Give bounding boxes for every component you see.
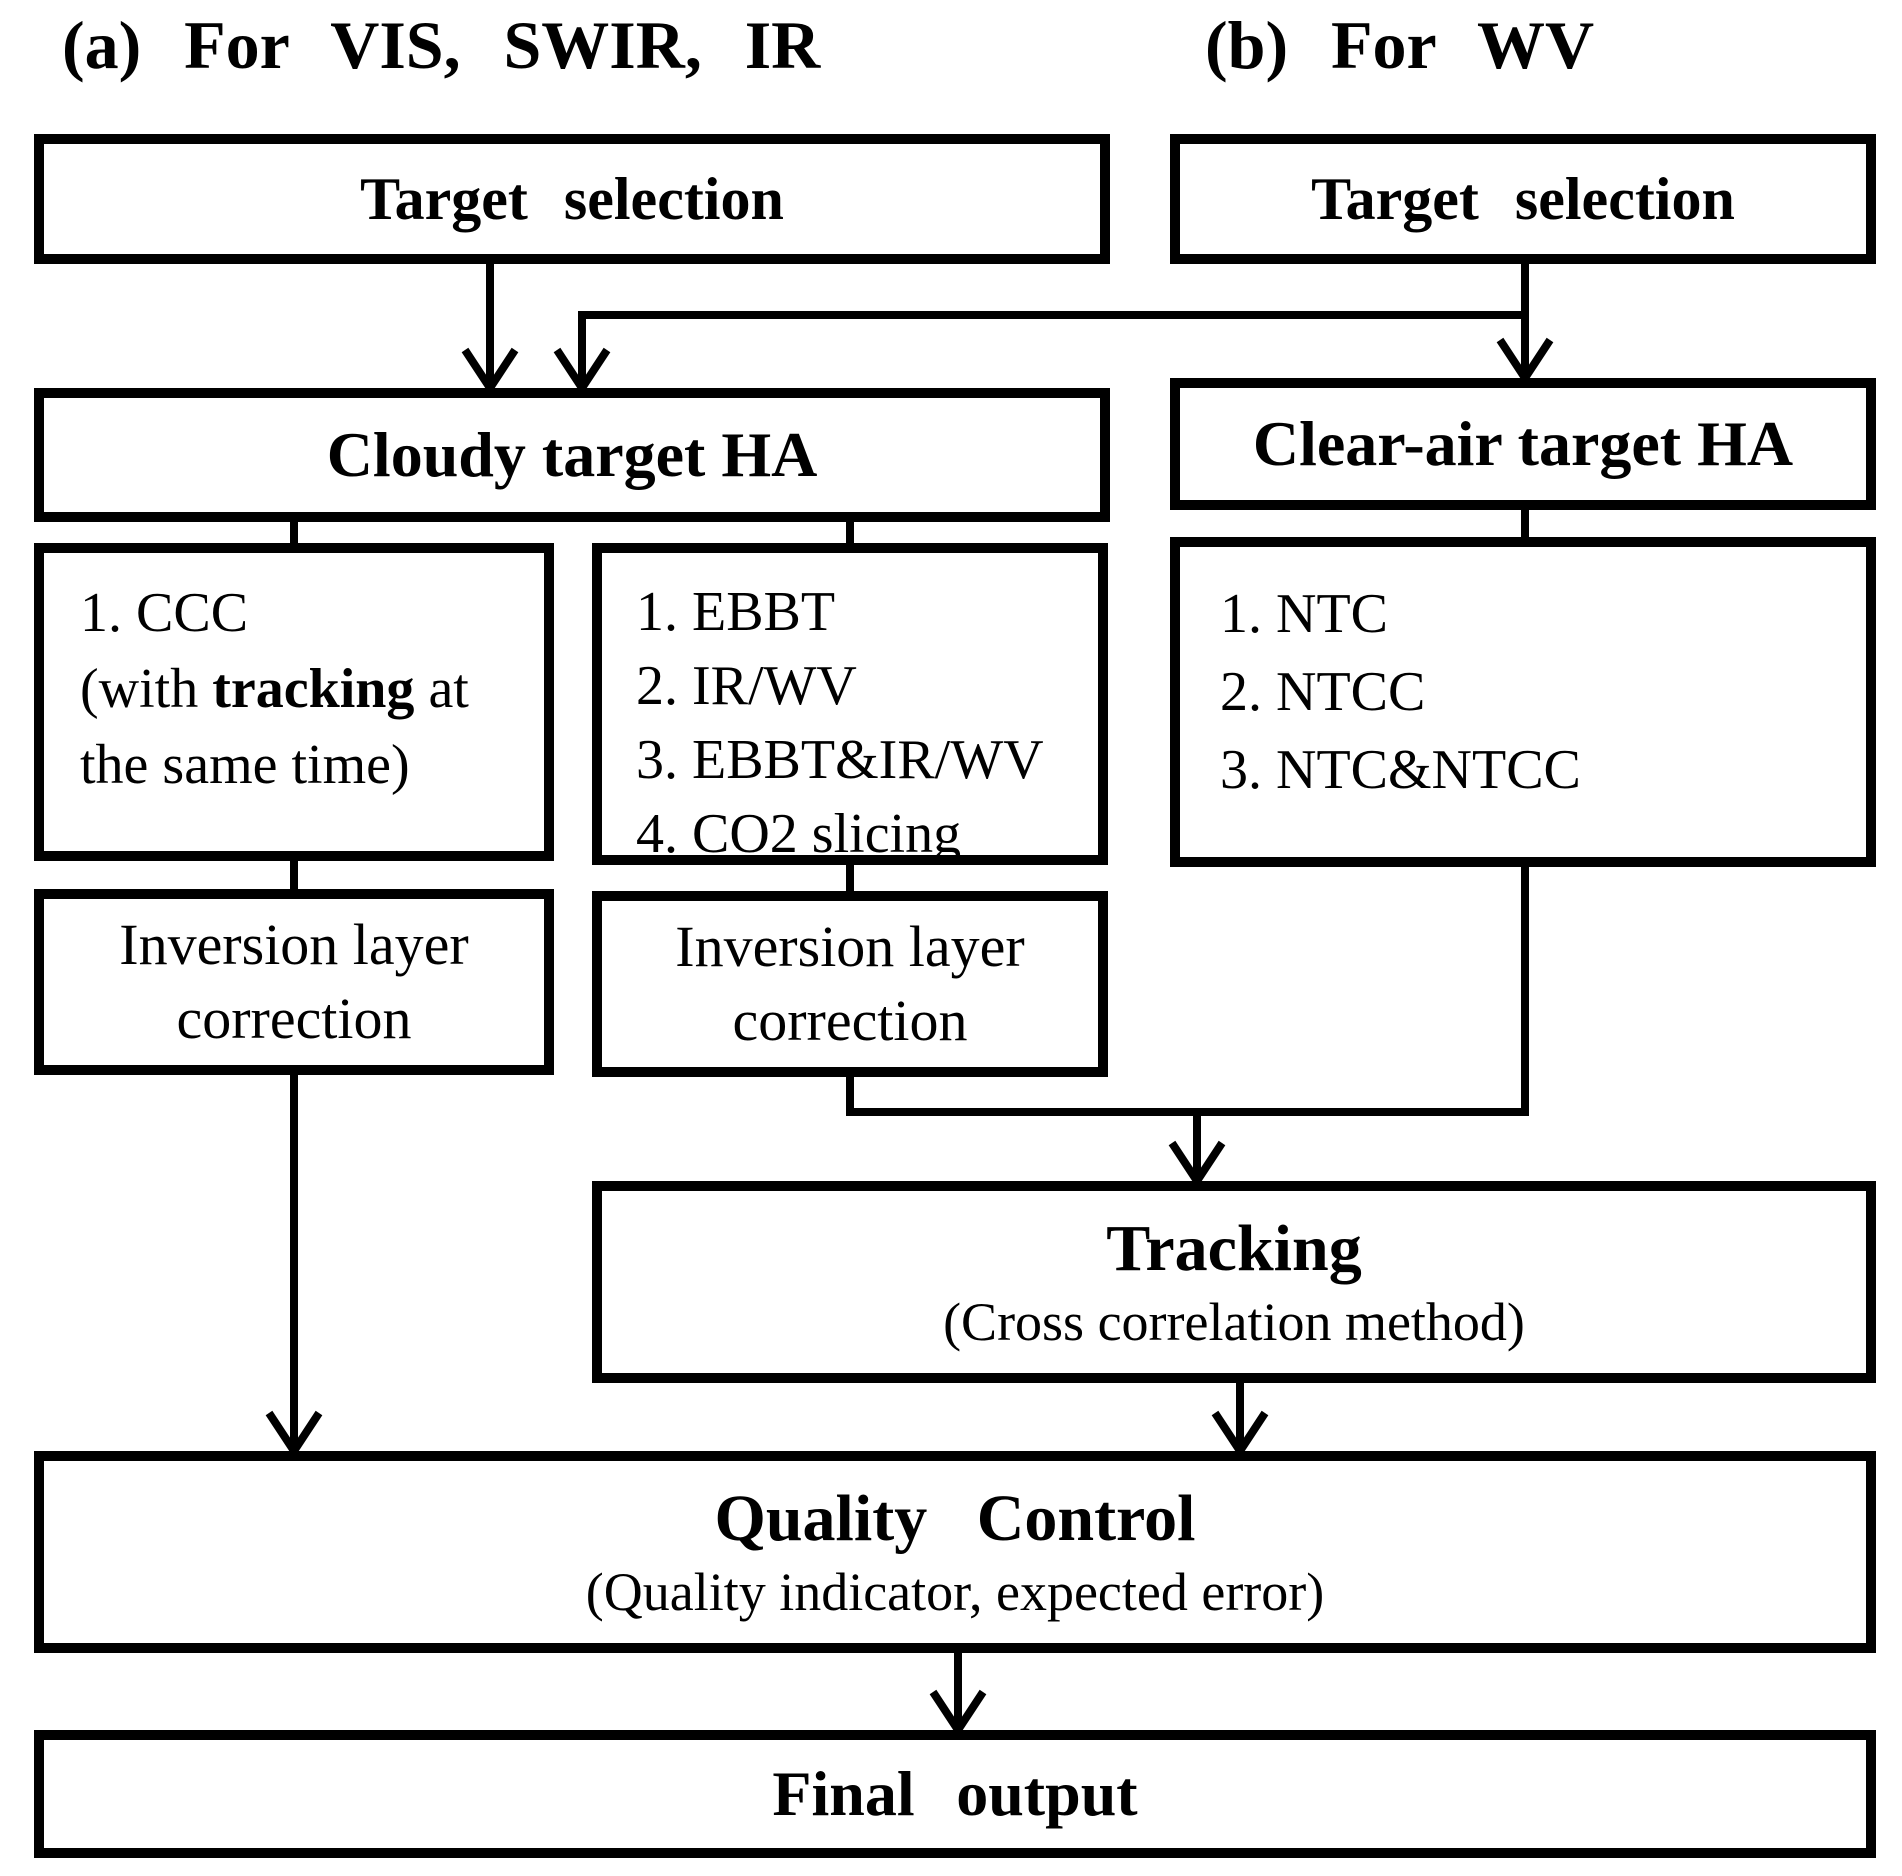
panel-b-title: (b) For WV: [1205, 7, 1595, 83]
arrowhead-tracking-qc: [1211, 1410, 1269, 1459]
arrowhead-tsA-cloudy: [461, 347, 519, 396]
panel-a-title: (a) For VIS, SWIR, IR: [62, 7, 821, 83]
box-inversion-correction-b: Inversion layer correction: [592, 891, 1108, 1077]
arrowhead-qc-final: [929, 1689, 987, 1738]
inversion-b-line-1: Inversion layer: [675, 914, 1025, 979]
ccc-line-3: the same time): [80, 734, 410, 796]
arrowhead-tsB-clearair: [1496, 337, 1554, 386]
quality-control-title: Quality Control: [714, 1482, 1196, 1555]
box-target-selection-a: Target selection: [34, 134, 1110, 264]
target-selection-b-label: Target selection: [1311, 165, 1735, 232]
edge-tsB-branch: [578, 311, 1525, 384]
quality-control-subtitle: (Quality indicator, expected error): [585, 1562, 1325, 1622]
clear-air-method-item: 1. NTC: [1220, 583, 1388, 645]
ccc-line-1: 1. CCC: [80, 582, 249, 644]
box-quality-control: Quality Control (Quality indicator, expe…: [34, 1451, 1876, 1653]
clear-air-method-item: 3. NTC&NTCC: [1220, 739, 1581, 801]
box-inversion-correction-a: Inversion layer correction: [34, 889, 554, 1075]
arrowhead-inversionA-qc: [265, 1410, 323, 1459]
ccc-line-2-pre: (with: [80, 658, 213, 720]
cloudy-method-item: 3. EBBT&IR/WV: [636, 729, 1044, 791]
arrowhead-merge-tracking: [1168, 1140, 1226, 1189]
box-tracking: Tracking (Cross correlation method): [592, 1181, 1876, 1383]
clear-air-method-item: 2. NTCC: [1220, 661, 1426, 723]
ccc-line-2-bold: tracking: [212, 658, 415, 720]
box-final-output: Final output: [34, 1730, 1876, 1858]
box-clear-air-target-ha: Clear-air target HA: [1170, 378, 1876, 510]
target-selection-a-label: Target selection: [360, 165, 784, 232]
ccc-line-2-post: at: [414, 658, 469, 720]
box-cloudy-target-ha: Cloudy target HA: [34, 388, 1110, 522]
box-cloudy-methods: 1. EBBT 2. IR/WV 3. EBBT&IR/WV 4. CO2 sl…: [592, 543, 1108, 865]
inversion-a-line-2: correction: [176, 986, 412, 1051]
cloudy-method-item: 2. IR/WV: [636, 655, 857, 717]
ccc-line-2: (with tracking at: [80, 651, 534, 727]
final-output-label: Final output: [772, 1758, 1138, 1829]
box-ccc-method: 1. CCC (with tracking at the same time): [34, 543, 554, 861]
arrowhead-branch-cloudy: [553, 347, 611, 396]
inversion-a-line-1: Inversion layer: [119, 912, 469, 977]
box-clear-air-methods: 1. NTC 2. NTCC 3. NTC&NTCC: [1170, 537, 1876, 867]
box-target-selection-b: Target selection: [1170, 134, 1876, 264]
cloudy-method-item: 1. EBBT: [636, 581, 836, 643]
cloudy-method-item: 4. CO2 slicing: [636, 803, 962, 865]
tracking-title: Tracking: [1106, 1212, 1362, 1285]
inversion-b-line-2: correction: [732, 988, 968, 1053]
tracking-subtitle: (Cross correlation method): [943, 1292, 1525, 1352]
cloudy-target-ha-label: Cloudy target HA: [326, 419, 818, 490]
clear-air-target-ha-label: Clear-air target HA: [1252, 408, 1794, 479]
